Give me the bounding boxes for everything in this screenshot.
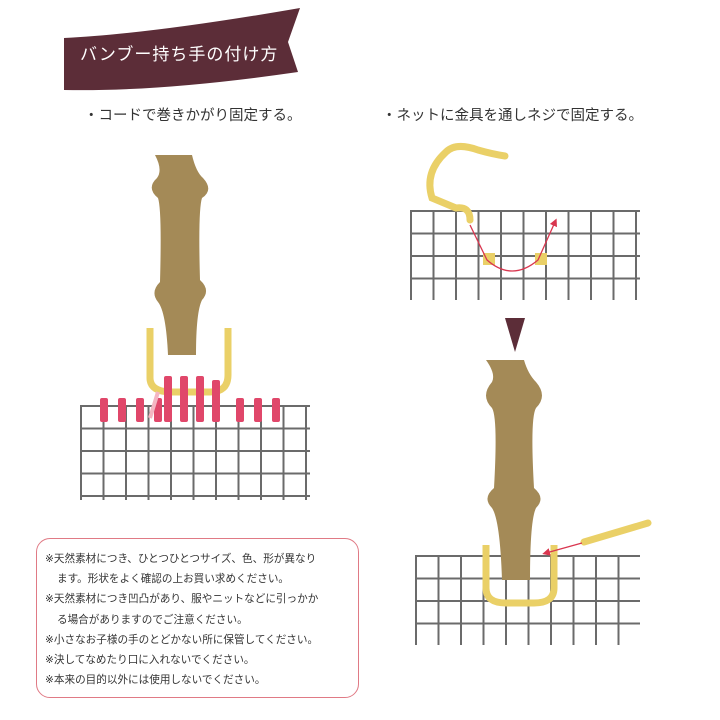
left-illustration: [80, 155, 310, 500]
down-arrow-icon: [505, 318, 525, 352]
bamboo-handle-icon: [486, 360, 542, 580]
right-method-heading: ・ネットに金具を通しネジで固定する。: [382, 108, 643, 124]
note-line-6: ※決してなめたり口に入れないでください。: [45, 654, 255, 667]
note-line-1: ※天然素材につき、ひとつひとつサイズ、色、形が異なり: [45, 553, 317, 565]
screw-icon: [580, 519, 652, 546]
metal-fitting-icon: [146, 328, 232, 396]
notes-box: ※天然素材につき、ひとつひとつサイズ、色、形が異なり ます。形状をよく確認の上お…: [36, 538, 359, 698]
right-top-net-grid: [410, 210, 640, 300]
metal-fitting-icon: [426, 143, 509, 224]
threading-path: [469, 218, 557, 272]
note-line-7: ※本来の目的以外には使用しないでください。: [45, 674, 266, 687]
bamboo-handle-icon: [151, 155, 209, 355]
note-line-2: ます。形状をよく確認の上お買い求めください。: [57, 573, 290, 586]
note-line-3: ※天然素材につき凹凸があり、服やニットなどに引っかか: [45, 593, 319, 606]
page-title: バンブー持ち手の付け方: [80, 45, 279, 65]
right-bottom-illustration: [415, 360, 652, 645]
note-line-5: ※小さなお子様の手のとどかない所に保管してください。: [45, 633, 319, 646]
note-line-4: る場合がありますのでご注意ください。: [57, 613, 248, 626]
left-method-heading: ・コードで巻きかがり固定する。: [84, 108, 302, 124]
right-top-illustration: [410, 143, 640, 300]
metal-fitting-icon: [482, 545, 558, 607]
title-banner: [64, 8, 300, 91]
screw-direction: [542, 542, 583, 556]
